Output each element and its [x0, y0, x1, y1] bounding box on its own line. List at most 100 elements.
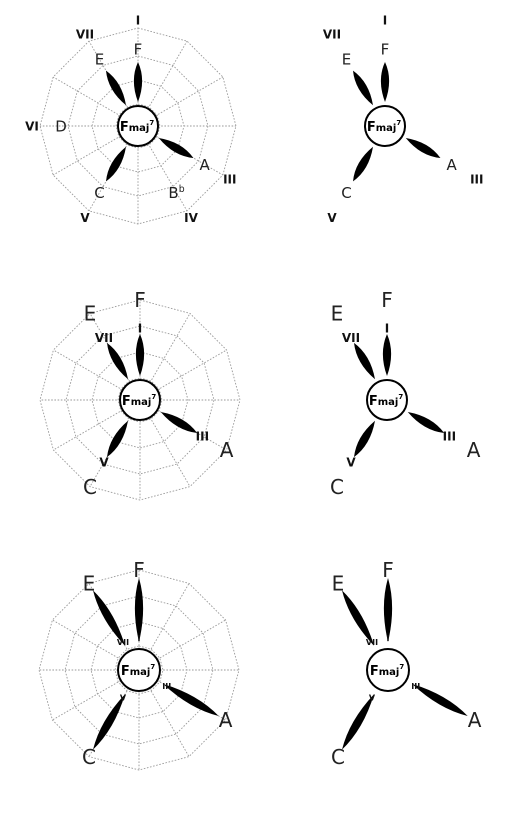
chord-symbol: Fmaj7: [121, 663, 156, 679]
note-label-c: C: [341, 184, 351, 202]
grid-ring: [67, 55, 209, 197]
degree-label-i: I: [383, 13, 387, 27]
chord-symbol: Fmaj7: [122, 393, 157, 409]
degree-label-v: V: [346, 456, 356, 470]
note-label-f: F: [134, 40, 143, 58]
petal-v: [93, 694, 125, 750]
grid-ring: [38, 569, 240, 771]
degree-label-vii: VII: [366, 638, 378, 647]
degree-label-vii: VII: [342, 331, 360, 345]
grid-spoke: [156, 619, 226, 660]
chord-symbol: Fmaj7: [369, 393, 404, 409]
note-label-f: F: [133, 558, 145, 582]
note-label-c: C: [330, 475, 344, 499]
chord-quality: maj: [379, 667, 400, 678]
note-label-e: E: [332, 572, 345, 596]
chord-root: F: [367, 120, 376, 135]
petal-i: [383, 578, 393, 642]
accidental-flat: b: [179, 184, 185, 195]
note-label-c: C: [94, 184, 104, 202]
grid-ring: [39, 299, 241, 501]
degree-label-vii: VII: [323, 28, 341, 42]
petal-iii: [405, 138, 441, 158]
petal-iii: [158, 138, 194, 158]
chord-root: F: [370, 664, 379, 679]
chord-hub: [366, 379, 408, 421]
degree-label-iii: III: [443, 429, 456, 443]
petal-v: [342, 694, 374, 750]
note-label-c: C: [331, 745, 345, 769]
degree-label-vi: VI: [25, 119, 39, 133]
grid-spoke: [157, 349, 227, 391]
note-label-a: A: [468, 708, 482, 732]
note-label-f: F: [382, 558, 394, 582]
degree-label-i: I: [387, 634, 390, 643]
petal-iii: [160, 412, 198, 433]
grid-spoke: [52, 76, 121, 117]
grid-spoke: [53, 349, 123, 391]
grid-spoke: [52, 680, 122, 721]
grid-spoke: [53, 409, 123, 451]
chord-quality: maj: [131, 397, 152, 408]
chord-root: F: [121, 664, 130, 679]
degree-label-i: I: [138, 321, 142, 335]
note-label-f: F: [134, 288, 146, 312]
note-label-e: E: [342, 51, 351, 69]
degree-label-iii: III: [470, 172, 483, 186]
chord-hub: [117, 105, 159, 147]
degree-label-iii: III: [162, 682, 171, 691]
chord-extension: 7: [149, 119, 154, 127]
degree-label-iii: III: [223, 172, 236, 186]
grid-spoke: [147, 40, 188, 109]
petal-i: [380, 62, 390, 102]
note-label-b: Bb: [168, 184, 184, 202]
petal-iii: [407, 412, 445, 433]
degree-label-iii: III: [196, 429, 209, 443]
note-label-e: E: [95, 51, 104, 69]
grid-ring: [117, 377, 163, 423]
chord-quality: maj: [376, 123, 397, 134]
petal-iii: [163, 684, 219, 716]
chord-hub: [364, 105, 406, 147]
chord-extension: 7: [396, 119, 401, 127]
degree-label-v: V: [99, 456, 109, 470]
petal-iii: [412, 684, 468, 716]
degree-label-vii: VII: [76, 28, 94, 42]
petal-vii: [93, 590, 125, 646]
grid-spoke: [149, 583, 190, 653]
degree-label-vii: VII: [117, 638, 129, 647]
petal-i: [382, 334, 392, 376]
petal-vii: [354, 342, 375, 380]
note-label-e: E: [84, 302, 97, 326]
petal-vii: [353, 70, 373, 106]
chord-hub: [366, 648, 410, 692]
degree-label-i: I: [136, 13, 140, 27]
petal-v: [353, 146, 373, 182]
petal-i: [133, 62, 143, 102]
degree-label-i: I: [385, 321, 389, 335]
note-label-c: C: [82, 745, 96, 769]
grid-spoke: [52, 135, 121, 176]
note-label-c: C: [83, 475, 97, 499]
chord-quality: maj: [129, 123, 150, 134]
petal-vii: [107, 342, 128, 380]
chord-quality: maj: [130, 667, 151, 678]
note-label-a: A: [220, 438, 234, 462]
chord-root: F: [122, 394, 131, 409]
chord-extension: 7: [150, 663, 155, 671]
chord-extension: 7: [399, 663, 404, 671]
chord-root: F: [120, 120, 129, 135]
note-label-e: E: [83, 572, 96, 596]
petal-i: [135, 334, 145, 376]
grid-spoke: [149, 313, 191, 383]
note-label-a: A: [200, 156, 211, 174]
petal-v: [354, 420, 375, 458]
chord-hub: [119, 379, 161, 421]
grid-spoke: [149, 417, 191, 487]
petal-i: [134, 578, 144, 642]
